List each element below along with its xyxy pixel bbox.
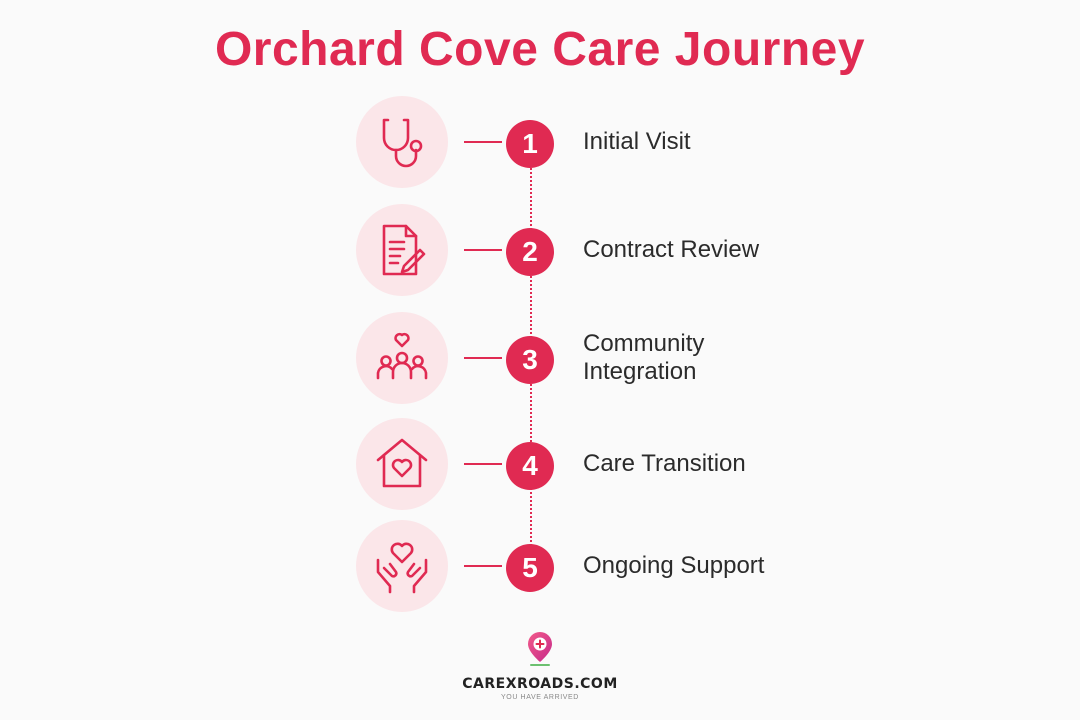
step-connector	[464, 357, 502, 359]
hands-heart-icon	[356, 520, 448, 612]
step-label: Initial Visit	[583, 128, 691, 155]
step-4: 4 Care Transition	[356, 418, 916, 510]
step-1: 1 Initial Visit	[356, 96, 916, 188]
step-number: 2	[506, 228, 554, 276]
stethoscope-icon	[356, 96, 448, 188]
step-label: Care Transition	[583, 450, 746, 477]
step-2: 2 Contract Review	[356, 204, 916, 296]
step-number: 3	[506, 336, 554, 384]
step-connector	[464, 141, 502, 143]
brand-tagline: YOU HAVE ARRIVED	[501, 694, 579, 701]
page-title: Orchard Cove Care Journey	[214, 23, 866, 76]
map-pin-plus-icon	[525, 630, 555, 666]
brand-logo[interactable]: CAREXROADS.COM YOU HAVE ARRIVED	[440, 630, 640, 701]
step-label: Community Integration	[583, 330, 705, 385]
step-connector	[464, 565, 502, 567]
step-connector	[464, 463, 502, 465]
step-number: 1	[506, 120, 554, 168]
step-label: Ongoing Support	[583, 552, 765, 579]
document-pen-icon	[356, 204, 448, 296]
step-number: 4	[506, 442, 554, 490]
brand-name: CAREXROADS.COM	[462, 676, 618, 692]
community-heart-icon	[356, 312, 448, 404]
step-5: 5 Ongoing Support	[356, 520, 916, 612]
step-3: 3 Community Integration	[356, 312, 916, 404]
step-number: 5	[506, 544, 554, 592]
house-heart-icon	[356, 418, 448, 510]
step-connector	[464, 249, 502, 251]
step-label: Contract Review	[583, 236, 760, 263]
